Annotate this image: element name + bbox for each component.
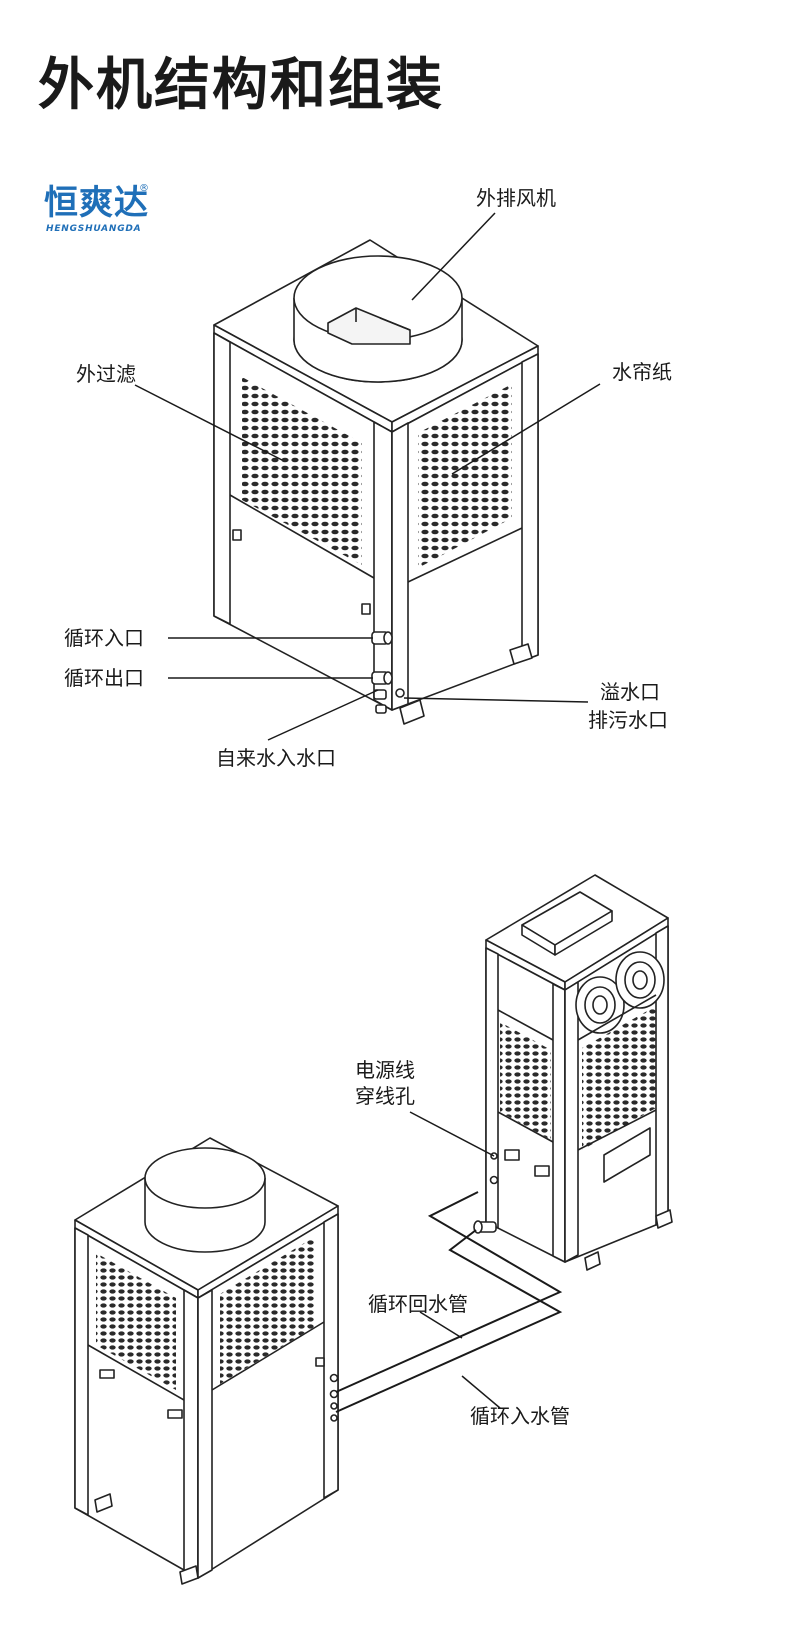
label-circulation-outlet: 循环出口: [64, 666, 144, 690]
label-return-pipe: 循环回水管: [368, 1292, 468, 1316]
label-water-curtain: 水帘纸: [612, 360, 672, 384]
brand-name-en: HENGSHUANGDA: [46, 224, 142, 234]
brand-reg-mark: ®: [139, 183, 149, 194]
label-circulation-inlet: 循环入口: [64, 626, 144, 650]
label-exhaust-fan: 外排风机: [476, 186, 556, 210]
label-outer-filter: 外过滤: [76, 362, 136, 386]
outdoor-unit-assembly: [74, 1137, 339, 1585]
outer-filter-grille: [242, 377, 362, 565]
fans-cabinet: [575, 951, 665, 1034]
connecting-pipes: [335, 1191, 563, 1413]
label-cable-hole: 穿线孔: [355, 1084, 415, 1108]
cabinet-unit: [473, 874, 673, 1271]
label-overflow-outlet: 溢水口: [600, 680, 660, 704]
brand-name-cn: 恒爽达: [44, 183, 149, 223]
exhaust-fan-ring: [293, 255, 463, 383]
label-inlet-pipe: 循环入水管: [470, 1404, 570, 1428]
leader-lines: [134, 212, 601, 1409]
outdoor-unit-structure: [213, 239, 539, 725]
page-title: 外机结构和组装: [38, 53, 444, 118]
label-power-cable: 电源线: [355, 1058, 415, 1082]
label-tap-water-inlet: 自来水入水口: [216, 746, 336, 770]
label-drain-outlet: 排污水口: [588, 708, 668, 732]
circulation-pipes: [371, 631, 405, 714]
water-curtain-grille: [418, 384, 512, 568]
fan-ring-bottom: [144, 1147, 266, 1253]
